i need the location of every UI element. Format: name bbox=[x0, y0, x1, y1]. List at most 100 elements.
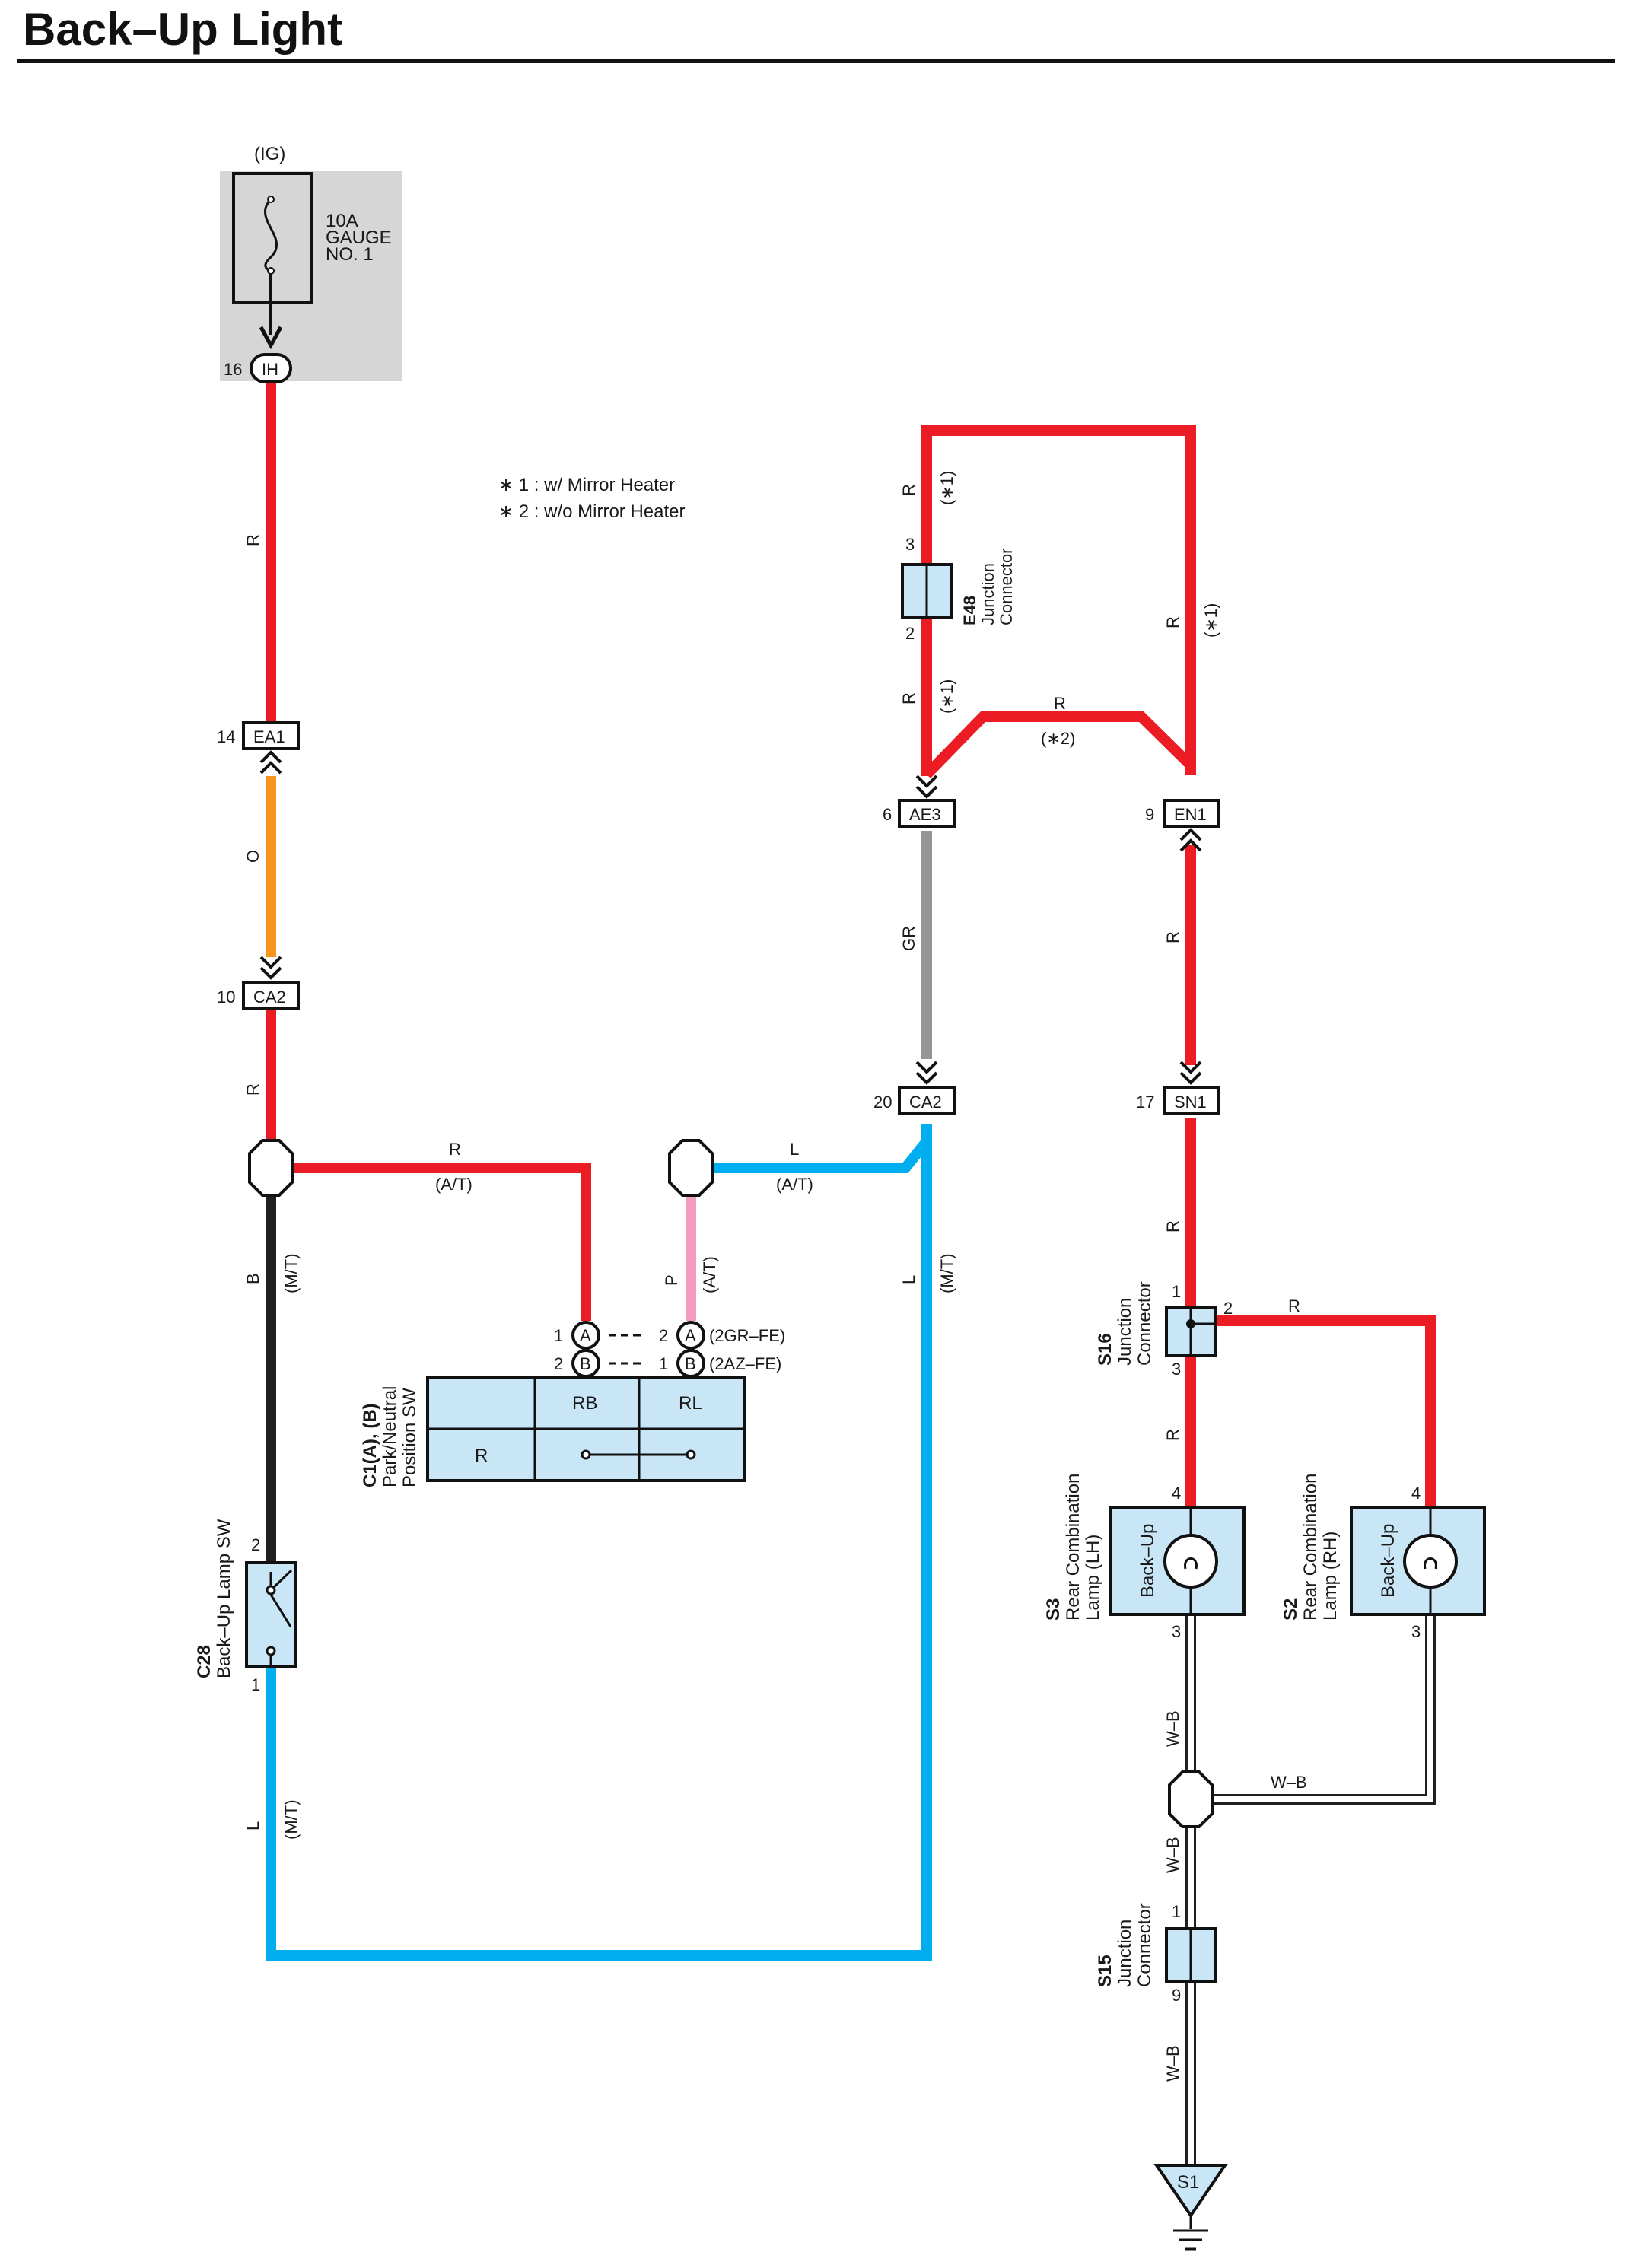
svg-text:W–B: W–B bbox=[1163, 2045, 1182, 2082]
wire-labels: R O R B (M/T) R (A/T) L (A/T) P (A/T) L … bbox=[243, 471, 1307, 2082]
page-title: Back–Up Light bbox=[23, 4, 343, 55]
svg-text:W–B: W–B bbox=[1163, 1837, 1182, 1873]
svg-text:2: 2 bbox=[251, 1535, 260, 1554]
svg-text:Back–Up: Back–Up bbox=[1378, 1524, 1398, 1598]
svg-text:Junction: Junction bbox=[1115, 1298, 1135, 1366]
c1-pin-b-right bbox=[676, 1349, 705, 1378]
svg-text:(M/T): (M/T) bbox=[282, 1253, 301, 1293]
fuse-name-line2: NO. 1 bbox=[326, 244, 374, 265]
svg-text:O: O bbox=[243, 850, 262, 863]
e48-junction-connector: 3 2 E48 Junction Connector bbox=[901, 535, 1016, 643]
svg-text:EA1: EA1 bbox=[253, 727, 285, 746]
junction-splice-mid bbox=[668, 1139, 714, 1197]
svg-text:B: B bbox=[243, 1273, 262, 1284]
svg-text:B: B bbox=[580, 1354, 591, 1373]
svg-text:A: A bbox=[685, 1326, 696, 1345]
svg-text:(A/T): (A/T) bbox=[435, 1175, 472, 1194]
svg-text:10: 10 bbox=[217, 988, 235, 1007]
svg-text:Back–Up: Back–Up bbox=[1137, 1524, 1158, 1598]
svg-text:2: 2 bbox=[659, 1326, 668, 1345]
svg-text:Back–Up Lamp SW: Back–Up Lamp SW bbox=[214, 1519, 234, 1678]
svg-text:EN1: EN1 bbox=[1174, 805, 1207, 824]
svg-text:B: B bbox=[685, 1354, 696, 1373]
svg-text:Park/Neutral: Park/Neutral bbox=[380, 1386, 400, 1487]
wire-red-at bbox=[292, 1163, 591, 1321]
chevron-up-icon bbox=[259, 750, 282, 775]
s16-junction-connector: 1 2 3 S16 Junction Connector bbox=[1095, 1281, 1233, 1379]
note-mirror-heater-2: ∗ 2 : w/o Mirror Heater bbox=[498, 501, 686, 522]
inline-connector-ae3: AE3 6 bbox=[883, 775, 956, 828]
svg-text:L: L bbox=[243, 1821, 262, 1831]
svg-text:1: 1 bbox=[659, 1354, 668, 1373]
wire-red-star1-loop bbox=[921, 425, 1196, 775]
s15-junction-connector: 1 9 S15 Junction Connector bbox=[1095, 1902, 1217, 2005]
svg-text:20: 20 bbox=[873, 1093, 892, 1112]
svg-text:(∗1): (∗1) bbox=[937, 679, 956, 714]
svg-text:1: 1 bbox=[251, 1675, 260, 1694]
svg-text:L: L bbox=[899, 1275, 918, 1284]
s3-rear-combination-lamp-lh: Back–Up 4 3 S3 Rear Combination Lamp (LH… bbox=[1043, 1474, 1246, 1641]
svg-text:R: R bbox=[1163, 931, 1182, 943]
fuse-source-label: (IG) bbox=[254, 144, 285, 164]
svg-text:P: P bbox=[662, 1274, 681, 1286]
connector-ih-pin: 16 bbox=[224, 360, 242, 379]
chevron-up-icon bbox=[1179, 828, 1202, 852]
svg-text:E48: E48 bbox=[960, 596, 979, 625]
svg-text:CA2: CA2 bbox=[909, 1093, 942, 1112]
svg-text:S1: S1 bbox=[1177, 2172, 1199, 2193]
svg-text:R: R bbox=[1163, 1429, 1182, 1441]
svg-text:9: 9 bbox=[1145, 805, 1154, 824]
svg-text:Lamp (RH): Lamp (RH) bbox=[1320, 1532, 1341, 1621]
svg-text:R: R bbox=[899, 692, 918, 705]
svg-text:C28: C28 bbox=[194, 1645, 215, 1678]
fuse-name-line1: GAUGE bbox=[326, 227, 392, 248]
svg-text:Junction: Junction bbox=[1115, 1920, 1135, 1987]
ground-s1: S1 bbox=[1153, 2164, 1228, 2251]
svg-text:(A/T): (A/T) bbox=[776, 1175, 813, 1194]
svg-text:3: 3 bbox=[1172, 1622, 1181, 1641]
svg-text:Rear Combination: Rear Combination bbox=[1063, 1474, 1083, 1621]
svg-text:R: R bbox=[899, 484, 918, 496]
svg-text:S15: S15 bbox=[1095, 1955, 1115, 1987]
wire-blue-at bbox=[712, 1124, 932, 1173]
chevron-down-icon bbox=[1179, 1061, 1202, 1085]
svg-text:AE3: AE3 bbox=[909, 805, 941, 824]
wire-layer bbox=[266, 382, 1436, 2167]
svg-text:S2: S2 bbox=[1281, 1598, 1301, 1621]
svg-text:A: A bbox=[580, 1326, 591, 1345]
inline-connector-ea1: EA1 14 bbox=[217, 721, 300, 775]
svg-text:17: 17 bbox=[1136, 1093, 1154, 1112]
svg-text:GR: GR bbox=[899, 926, 918, 951]
svg-text:6: 6 bbox=[883, 805, 892, 824]
c1-pin-a-right bbox=[676, 1321, 705, 1350]
c1-pin-b-left bbox=[571, 1349, 600, 1378]
chevron-down-icon bbox=[915, 1061, 938, 1085]
svg-text:CA2: CA2 bbox=[253, 988, 286, 1007]
inline-connector-en1: EN1 9 bbox=[1145, 799, 1220, 852]
svg-text:3: 3 bbox=[1411, 1622, 1421, 1641]
c28-backup-lamp-switch: 2 1 C28 Back–Up Lamp SW bbox=[194, 1519, 297, 1694]
junction-splice-left bbox=[248, 1139, 294, 1197]
svg-text:9: 9 bbox=[1172, 1986, 1181, 2005]
s2-rear-combination-lamp-rh: Back–Up 4 3 S2 Rear Combination Lamp (RH… bbox=[1281, 1474, 1486, 1641]
svg-text:3: 3 bbox=[1172, 1360, 1181, 1379]
svg-text:(A/T): (A/T) bbox=[700, 1256, 719, 1293]
svg-text:Junction: Junction bbox=[978, 563, 997, 625]
svg-text:RB: RB bbox=[572, 1393, 597, 1414]
inline-connector-ca2-mid: CA2 20 bbox=[873, 1061, 956, 1115]
svg-text:2: 2 bbox=[554, 1354, 563, 1373]
svg-text:2: 2 bbox=[905, 624, 915, 643]
junction-splice-ground bbox=[1168, 1770, 1214, 1828]
chevron-down-icon bbox=[259, 956, 282, 980]
svg-text:R: R bbox=[1163, 616, 1182, 628]
svg-text:R: R bbox=[1163, 1220, 1182, 1233]
wire-red-s16-s2 bbox=[1215, 1315, 1436, 1508]
svg-text:4: 4 bbox=[1172, 1484, 1181, 1503]
svg-text:1: 1 bbox=[1172, 1282, 1181, 1301]
c1-park-neutral-switch: RB RL R A B A B 1 2 2 1 (2GR–FE) (2AZ–FE… bbox=[360, 1321, 785, 1487]
svg-text:R: R bbox=[449, 1140, 461, 1159]
svg-text:Connector: Connector bbox=[1134, 1903, 1155, 1987]
fuse-arrow-icon bbox=[259, 326, 283, 350]
note-mirror-heater-1: ∗ 1 : w/ Mirror Heater bbox=[498, 475, 675, 495]
